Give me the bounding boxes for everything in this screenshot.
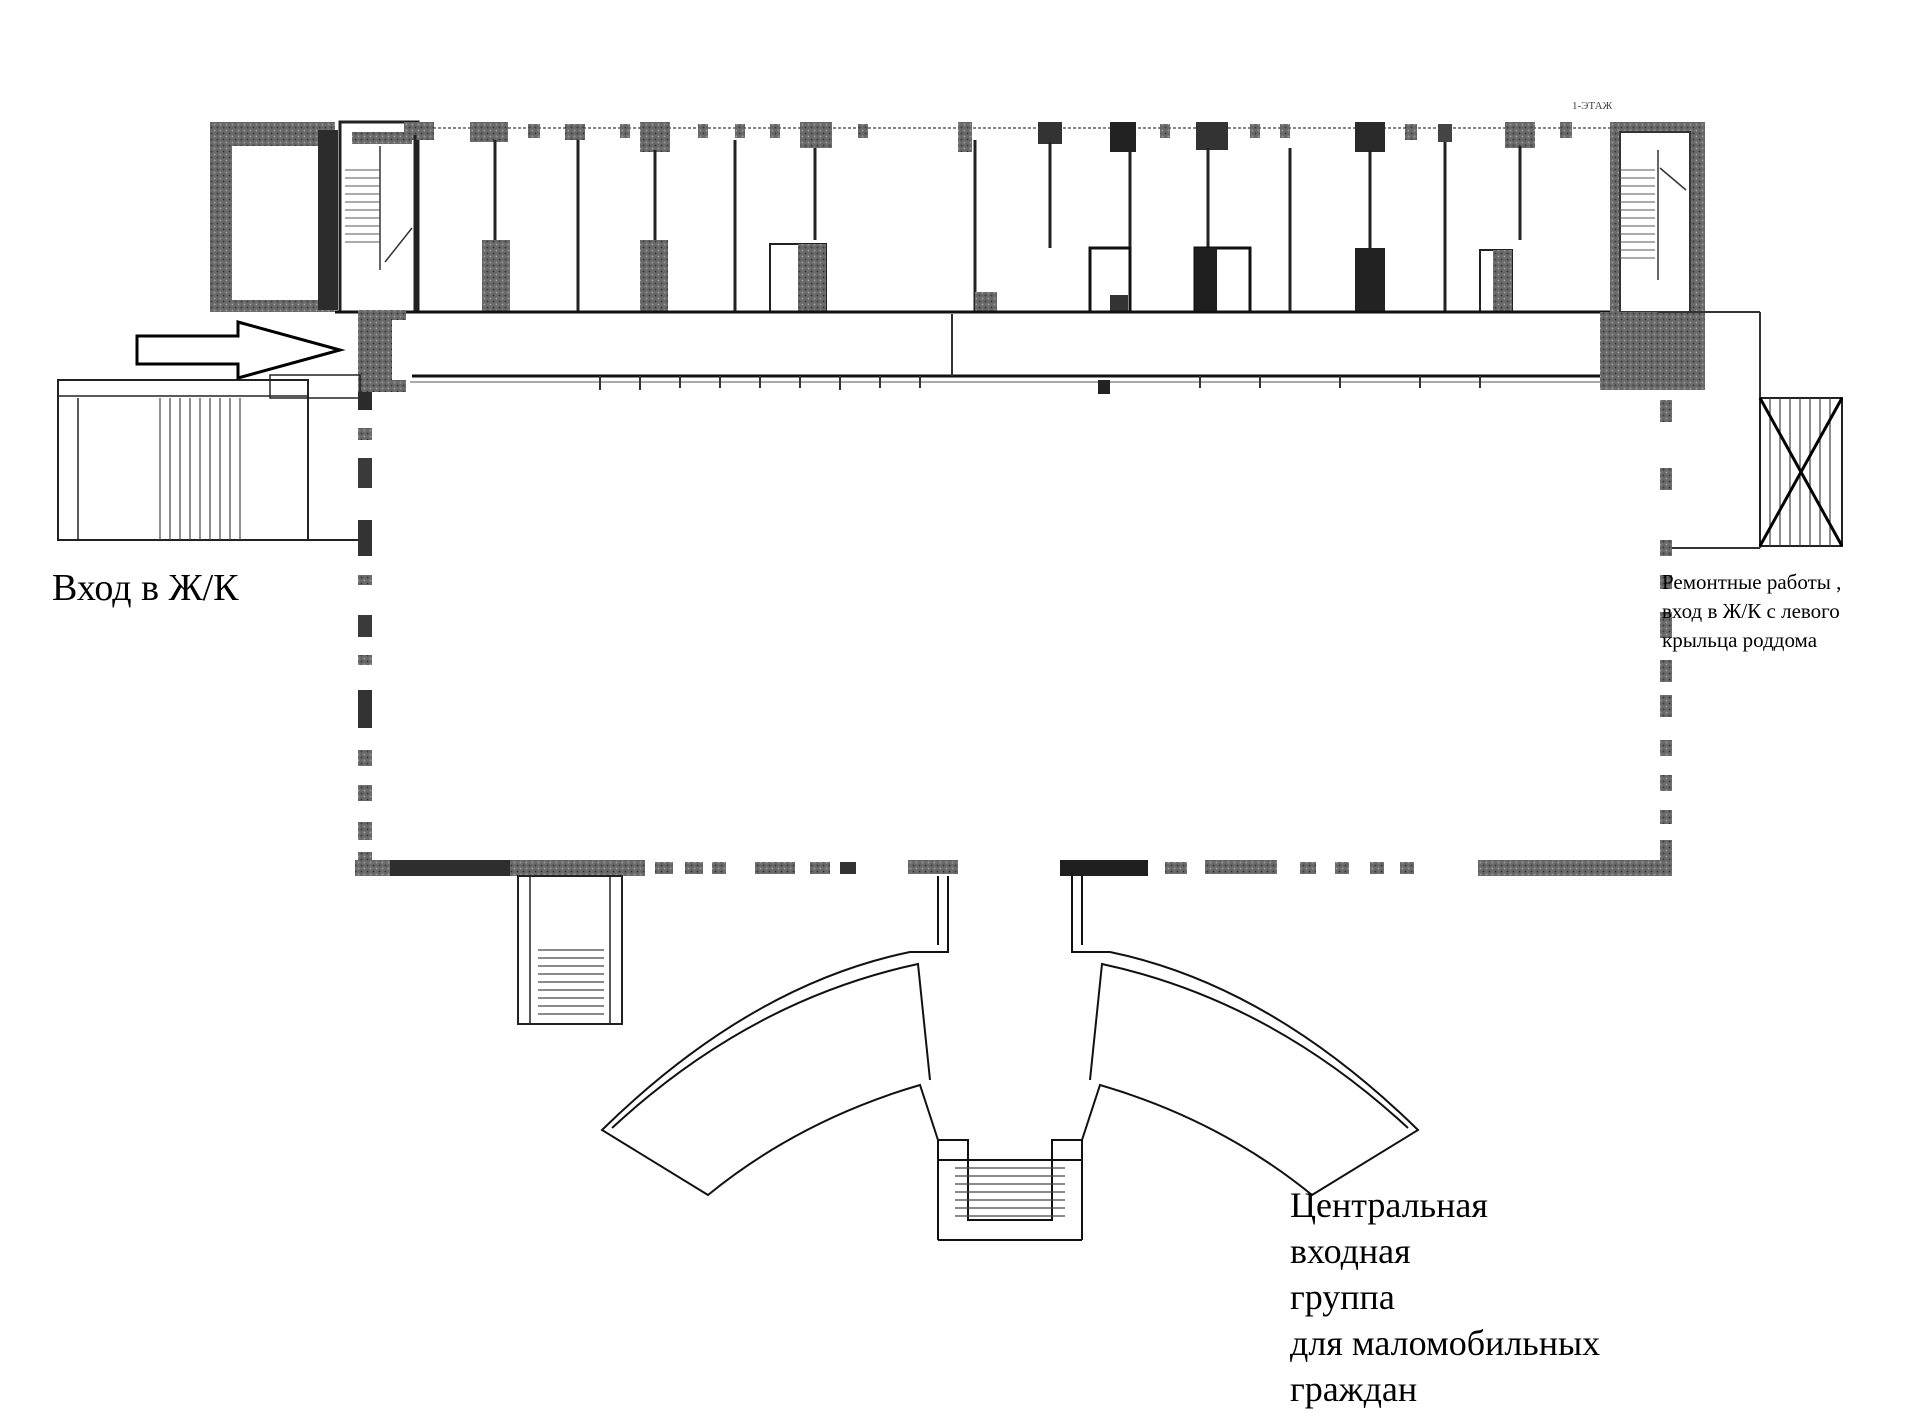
central-entrance-label-line: граждан — [1290, 1369, 1418, 1409]
southwest-stair — [517, 875, 623, 1025]
main-hall — [355, 392, 1760, 876]
central-entrance-label-line: для маломобильных — [1290, 1323, 1601, 1363]
repair-note-line: крыльца роддома — [1662, 628, 1818, 652]
closed-cross-icon — [1758, 397, 1844, 547]
central-entrance-label-line: группа — [1290, 1277, 1395, 1317]
floor-label: 1-ЭТАЖ — [1572, 100, 1613, 112]
entrance-label: Вход в Ж/К — [52, 567, 239, 609]
east-wall — [1660, 400, 1672, 862]
central-entrance-ramp — [600, 876, 1420, 1241]
repair-note: Ремонтные работы , вход в Ж/К с левого к… — [1662, 568, 1841, 655]
room-partitions — [413, 135, 1522, 312]
central-entrance-label-line: входная — [1290, 1231, 1411, 1271]
interior-blocks — [482, 240, 1513, 314]
central-entrance-label: Центральная входная группа для маломобил… — [1290, 1182, 1600, 1412]
right-stair-tower — [1600, 122, 1761, 548]
corridor — [335, 310, 1610, 394]
entrance-arrow-icon — [135, 320, 346, 380]
right-porch — [1758, 397, 1844, 547]
repair-note-line: Ремонтные работы , — [1662, 570, 1842, 594]
stair-steps-right-tower — [1620, 169, 1655, 259]
left-stair-tower — [210, 120, 420, 314]
north-wing — [210, 120, 1761, 548]
left-porch-steps — [159, 398, 241, 540]
south-wall — [355, 860, 1672, 876]
central-entrance-label-line: Центральная — [1290, 1185, 1488, 1225]
stair-steps-left-tower — [345, 169, 380, 243]
repair-note-line: вход в Ж/К с левого — [1662, 599, 1840, 623]
left-porch — [57, 374, 361, 541]
west-wall — [358, 392, 372, 870]
north-wall — [404, 122, 1610, 152]
